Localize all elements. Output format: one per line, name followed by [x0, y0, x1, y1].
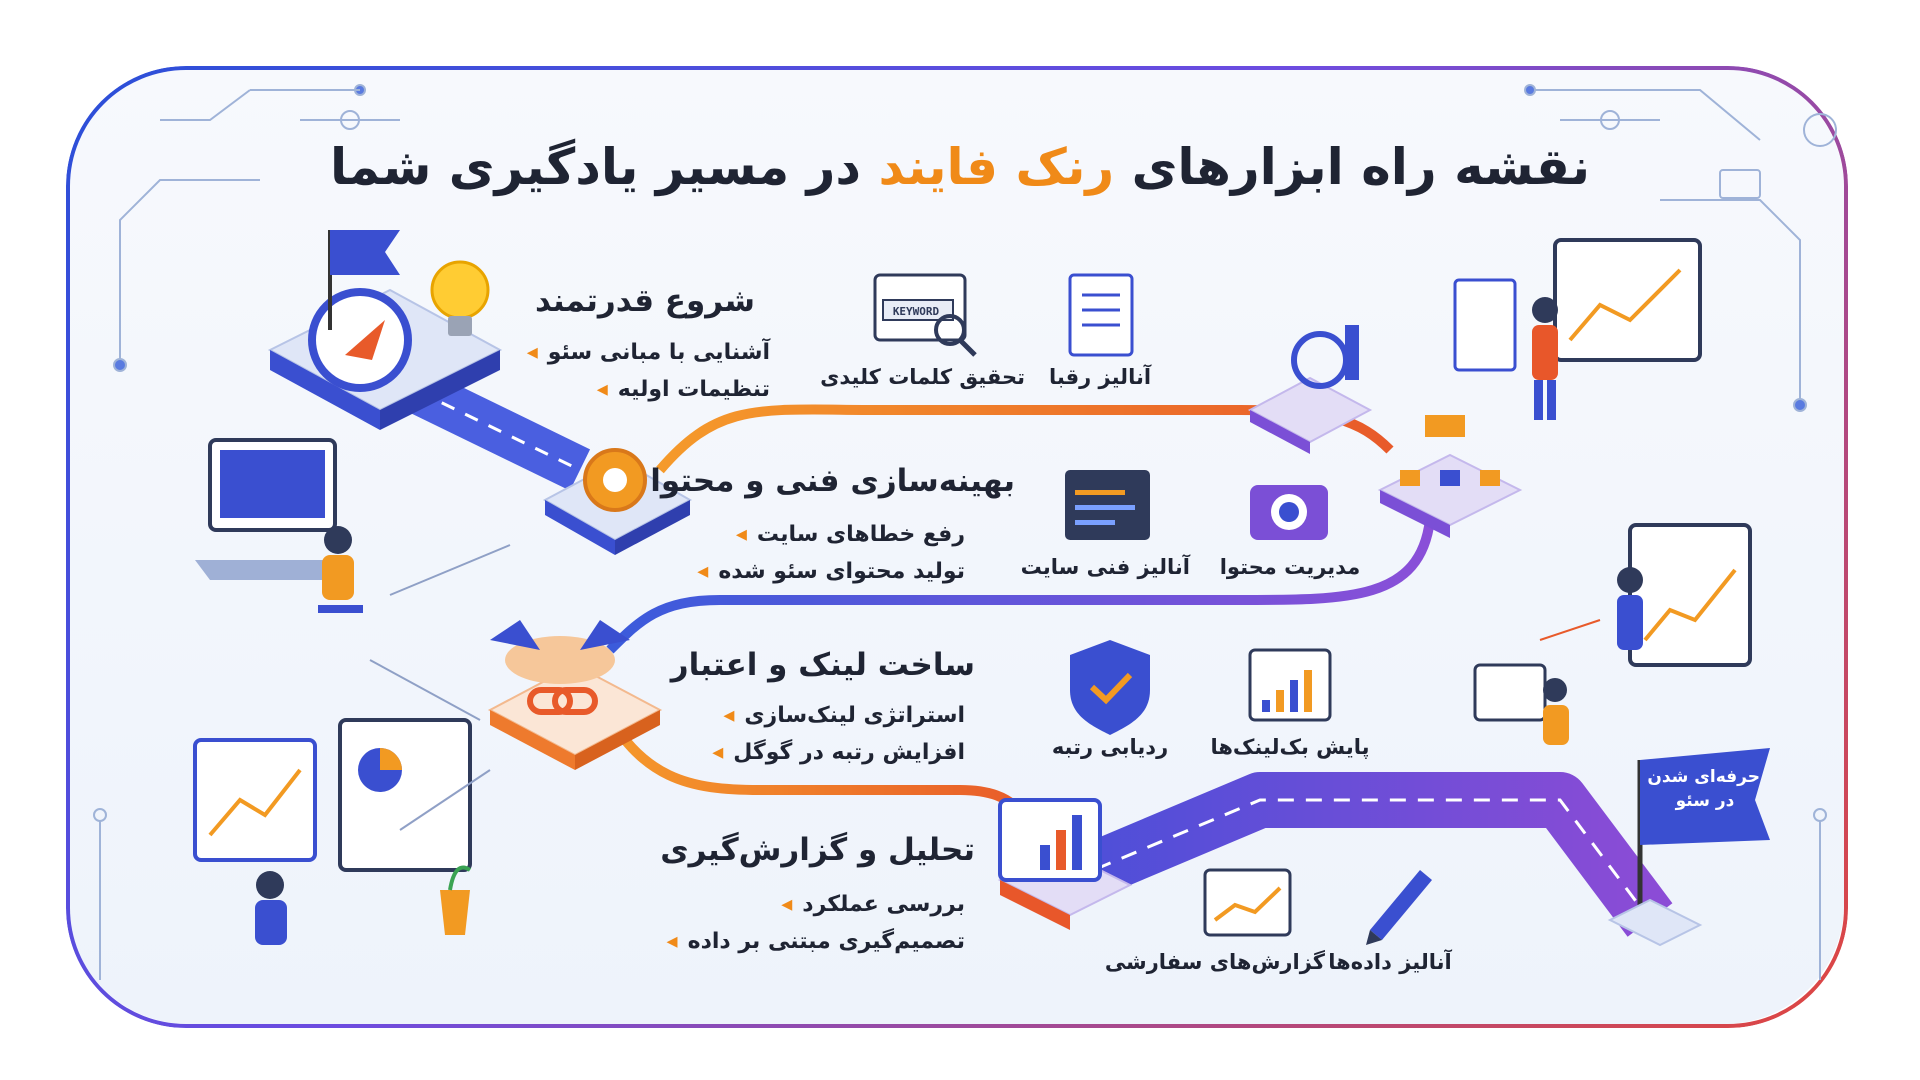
- stage-1-item-2: تنظیمات اولیه: [597, 377, 770, 402]
- tool-rank-tracking-label: ردیابی رتبه: [1051, 735, 1169, 759]
- chain-link-icon: [527, 687, 598, 715]
- presenter-middle-right-illustration: [1473, 523, 1752, 745]
- stage-2-item-1: رفع خطاهای سایت: [736, 522, 965, 547]
- title-part1: نقشه راه ابزارهای: [1114, 138, 1591, 196]
- report-board-icon: [998, 798, 1102, 882]
- finish-road: [1059, 772, 1673, 937]
- tool-site-tech-analysis-label: آنالیز فنی سایت: [1020, 555, 1190, 579]
- stage-3-item-2: افزایش رتبه در گوگل: [712, 740, 965, 765]
- stage-1-heading: شروع قدرتمند: [534, 283, 755, 319]
- circuit-decoration-left: [93, 84, 400, 980]
- keyword-icon-text: KEYWORD: [893, 305, 940, 318]
- tool-content-management-label: مدیریت محتوا: [1219, 555, 1361, 579]
- stage-2-item-2: تولید محتوای سئو شده: [697, 559, 965, 584]
- finish-flag: [1607, 748, 1770, 947]
- stage-2-heading: بهینه‌سازی فنی و محتوا: [650, 463, 1015, 499]
- stage-4-item-1: بررسی عملکرد: [781, 892, 965, 917]
- code-window-icon: [1065, 470, 1150, 540]
- title-accent: رنک فایند: [878, 138, 1115, 196]
- path-orange-1: [656, 404, 1394, 474]
- stage-4-heading: تحلیل و گزارش‌گیری: [660, 832, 975, 868]
- tool-competitor-analysis-label: آنالیز رقبا: [1048, 365, 1152, 389]
- finish-flag-line1: حرفه‌ای شدن: [1647, 767, 1760, 787]
- handshake-icon: [490, 620, 630, 684]
- sitemap-platform: [1377, 415, 1523, 538]
- dashboard-left-illustration: [193, 718, 472, 945]
- tool-keyword-research-label: تحقیق کلمات کلیدی: [820, 365, 1025, 389]
- flag-icon: [328, 230, 400, 330]
- pen-icon: [1366, 870, 1432, 945]
- circuit-decoration-right: [1524, 84, 1837, 980]
- page-title: نقشه راه ابزارهای رنک فایند در مسیر یادگ…: [0, 138, 1920, 196]
- laptop-coder-illustration: [195, 438, 363, 613]
- path-purple-1: [606, 519, 1435, 654]
- finish-flag-text: حرفه‌ای شدن در سئو: [1647, 765, 1760, 813]
- stage-3-item-1: استراتژی لینک‌سازی: [723, 703, 965, 728]
- stage-3-heading: ساخت لینک و اعتبار: [670, 647, 975, 683]
- camera-icon: [1250, 485, 1328, 540]
- custom-report-icon: [1203, 868, 1292, 937]
- document-icon: [1068, 273, 1134, 357]
- compass-icon: [308, 288, 412, 392]
- finish-flag-line2: در سئو: [1675, 791, 1735, 811]
- title-part2: در مسیر یادگیری شما: [329, 138, 879, 196]
- backlink-chart-icon: [1248, 648, 1332, 722]
- lightbulb-icon: [430, 260, 490, 336]
- gear-icon: [583, 448, 647, 512]
- tool-custom-reports-label: گزارش‌های سفارشی: [1104, 950, 1325, 974]
- magnifier-platform: [1247, 325, 1373, 454]
- keyword-search-icon: [873, 273, 977, 357]
- presenter-top-right-illustration: [1453, 238, 1702, 420]
- shield-check-icon: [1070, 640, 1150, 735]
- stage-4-item-2: تصمیم‌گیری مبتنی بر داده: [667, 929, 965, 954]
- tool-backlink-monitor-label: پایش بک‌لینک‌ها: [1210, 735, 1370, 759]
- stage-1-item-1: آشنایی با مبانی سئو: [527, 340, 770, 365]
- tool-data-analysis-label: آنالیز داده‌ها: [1328, 950, 1452, 974]
